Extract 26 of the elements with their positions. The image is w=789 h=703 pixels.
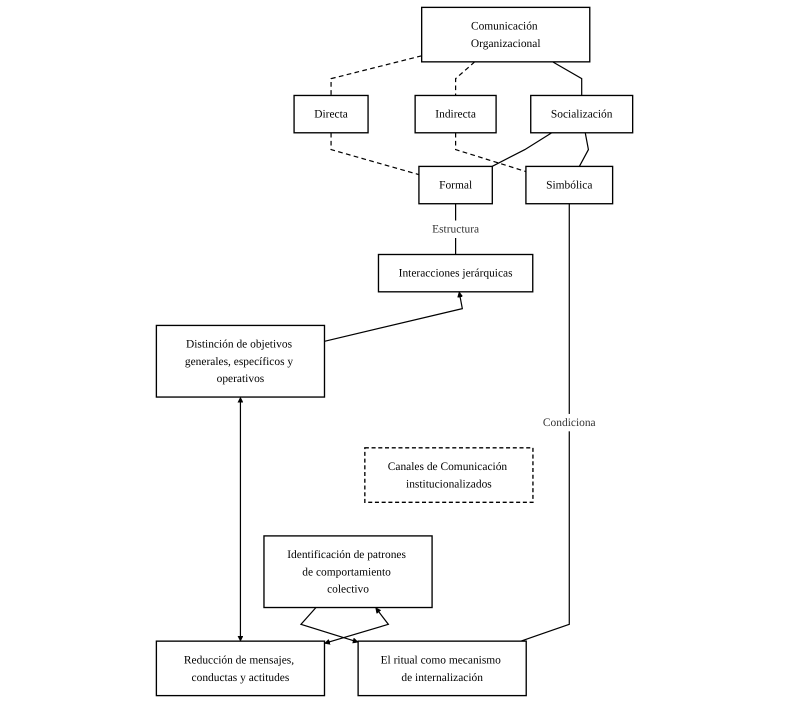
node-box: Indirecta — [414, 94, 497, 134]
node-box: Interacciones jerárquicas — [378, 254, 534, 292]
connector — [454, 61, 476, 96]
node-box: El ritual como mecanismo de internalización — [357, 640, 527, 696]
connector — [520, 204, 570, 642]
node-box: Distinción de objetivos generales, específicos y operativos — [156, 324, 326, 398]
node-box: Reducción de mensajes, conductas y actitudes — [156, 640, 326, 696]
node-box: Socialización — [530, 94, 634, 134]
node-box: Comunicación Organizacional — [420, 6, 590, 63]
arrow — [300, 607, 358, 644]
connector — [454, 132, 526, 172]
connector — [330, 132, 420, 176]
connector — [330, 55, 422, 96]
arrow — [324, 607, 390, 645]
node-box: Identificación de patrones de comportamiento colectivo — [263, 535, 433, 608]
connector — [552, 61, 582, 96]
node-box: Directa — [293, 94, 369, 134]
connector — [578, 132, 590, 167]
node-box: Simbólica — [525, 166, 614, 204]
arrow — [237, 397, 244, 642]
edge-label: Condiciona — [542, 416, 596, 429]
node-box: Formal — [418, 166, 493, 204]
edge-label: Estructura — [432, 222, 480, 236]
connector — [492, 132, 552, 167]
node-box: Canales de Comunicación institucionalizados — [364, 447, 534, 503]
arrow — [324, 292, 464, 342]
